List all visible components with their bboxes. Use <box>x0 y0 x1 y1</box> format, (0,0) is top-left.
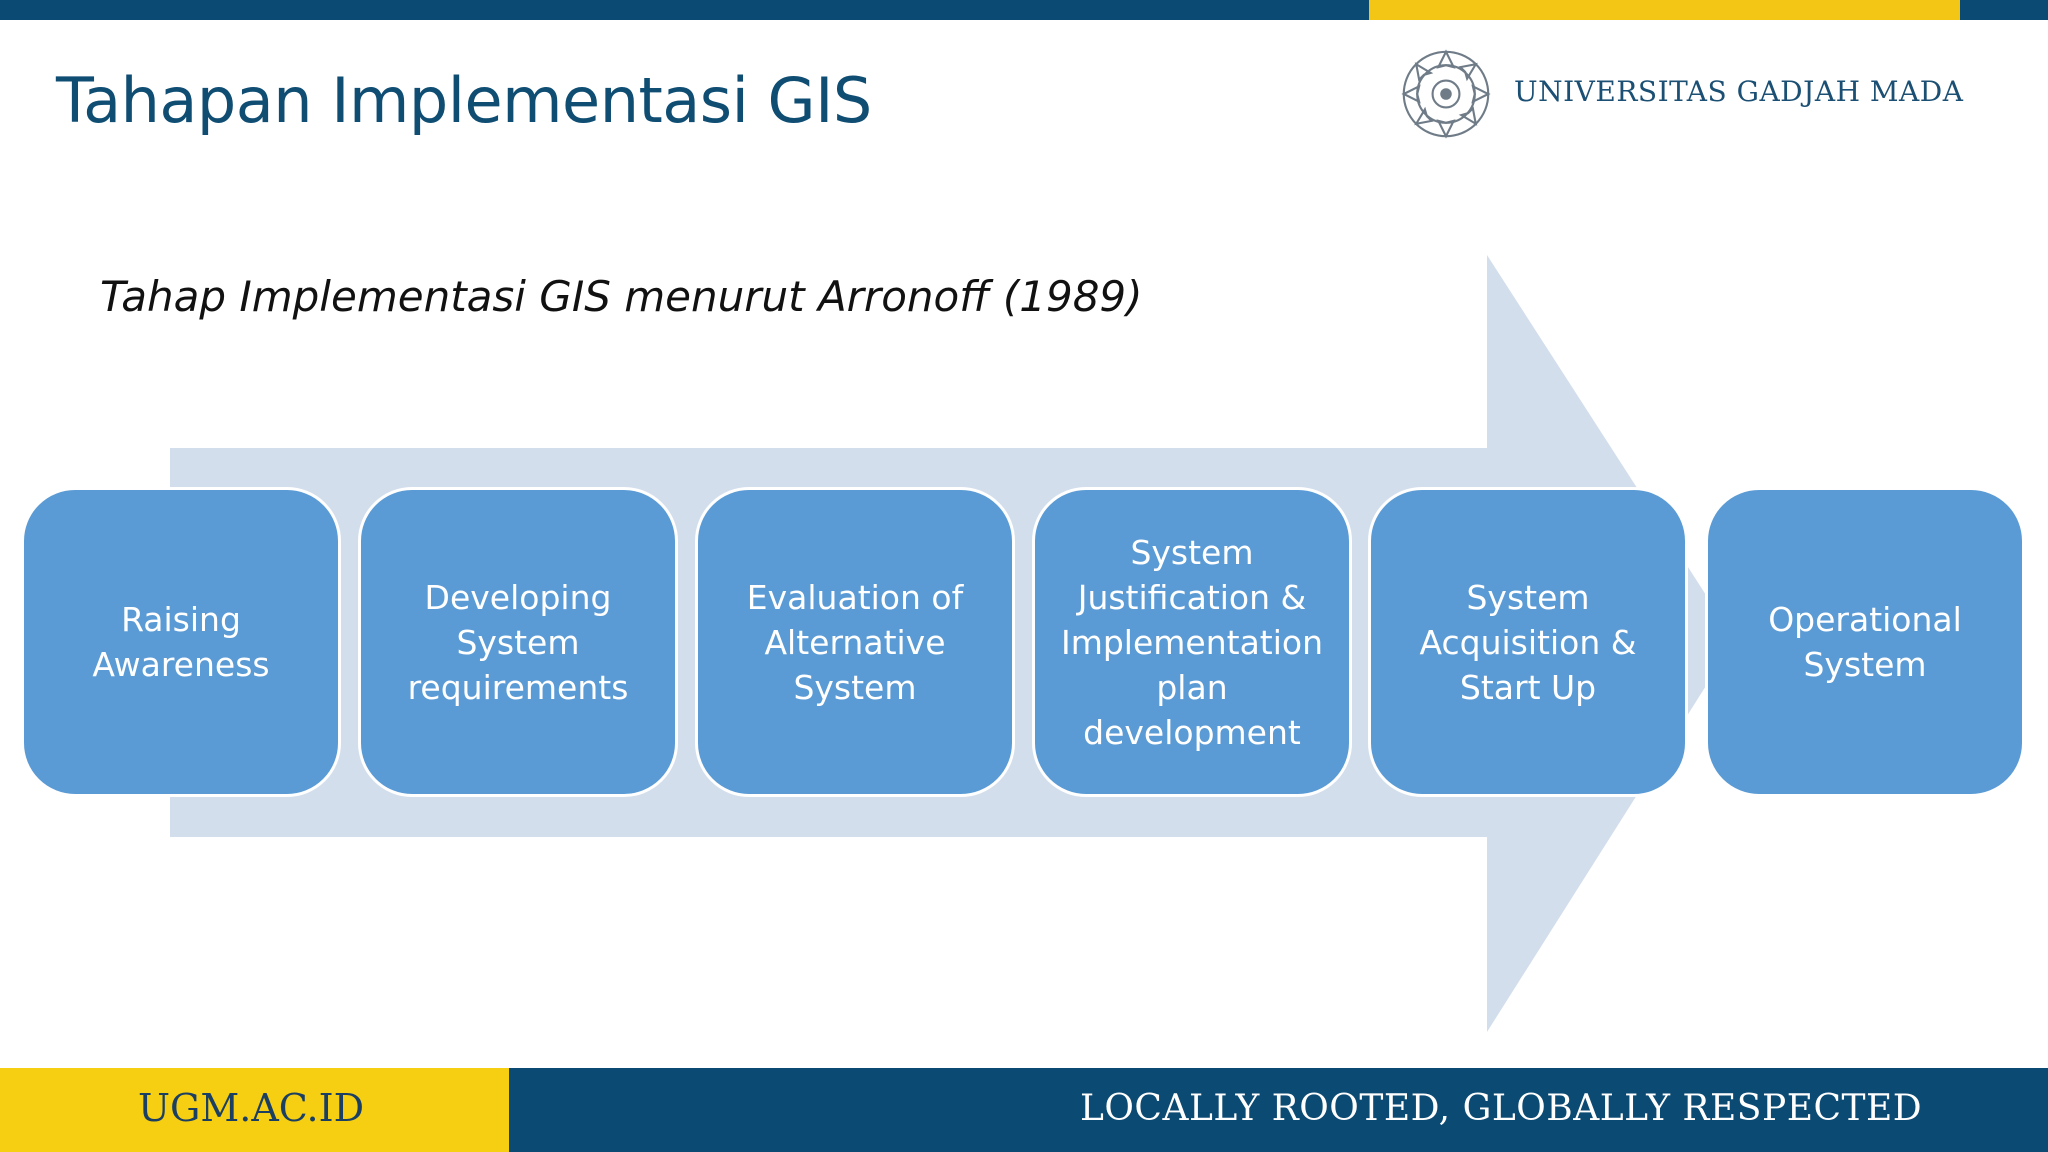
slide-subtitle: Tahap Implementasi GIS menurut Arronoff … <box>100 272 1143 321</box>
step-evaluation-alternative-system: Evaluation of Alternative System <box>695 487 1015 797</box>
step-label: System Acquisition & Start Up <box>1419 577 1637 707</box>
step-label: Operational System <box>1768 600 1962 684</box>
step-system-acquisition: System Acquisition & Start Up <box>1368 487 1688 797</box>
step-system-justification: System Justification & Implementation pl… <box>1032 487 1352 797</box>
footer-website: UGM.AC.ID <box>138 1086 365 1130</box>
step-label: Developing System requirements <box>407 577 629 707</box>
university-name: UNIVERSITAS GADJAH MADA <box>1514 75 1964 108</box>
page-title: Tahapan Implementasi GIS <box>56 64 872 137</box>
ugm-seal-icon <box>1401 49 1491 139</box>
step-raising-awareness: Raising Awareness <box>21 487 341 797</box>
footer-blue-band <box>509 1068 2048 1152</box>
top-accent-bar-gold <box>1369 0 1960 20</box>
step-developing-system-requirements: Developing System requirements <box>358 487 678 797</box>
footer-gold-band <box>0 1068 509 1152</box>
step-label: System Justification & Implementation pl… <box>1060 532 1324 752</box>
step-label: Raising Awareness <box>92 600 270 684</box>
step-operational-system: Operational System <box>1705 487 2025 797</box>
step-label: Evaluation of Alternative System <box>746 577 964 707</box>
footer-tagline: LOCALLY ROOTED, GLOBALLY RESPECTED <box>1080 1088 1923 1129</box>
